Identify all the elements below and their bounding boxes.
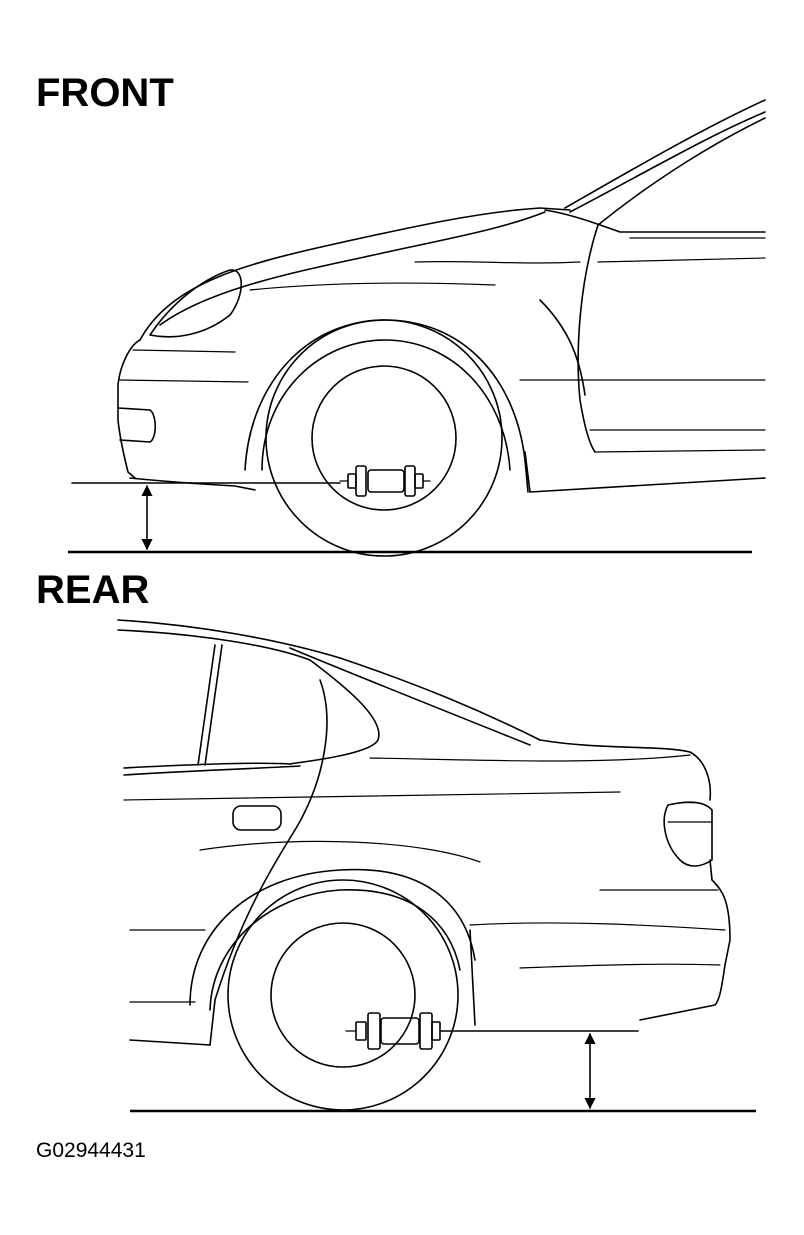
rear-height-measurement (439, 1030, 639, 1110)
front-title: FRONT (36, 71, 174, 115)
front-height-measurement (71, 482, 341, 551)
front-suspension-bushing (339, 465, 431, 497)
rear-vehicle-outline (117, 619, 731, 1111)
rear-title: REAR (36, 568, 149, 612)
figure-id: G02944431 (36, 1139, 146, 1162)
rear-suspension-bushing (345, 1012, 441, 1050)
front-vehicle-outline (117, 99, 766, 557)
